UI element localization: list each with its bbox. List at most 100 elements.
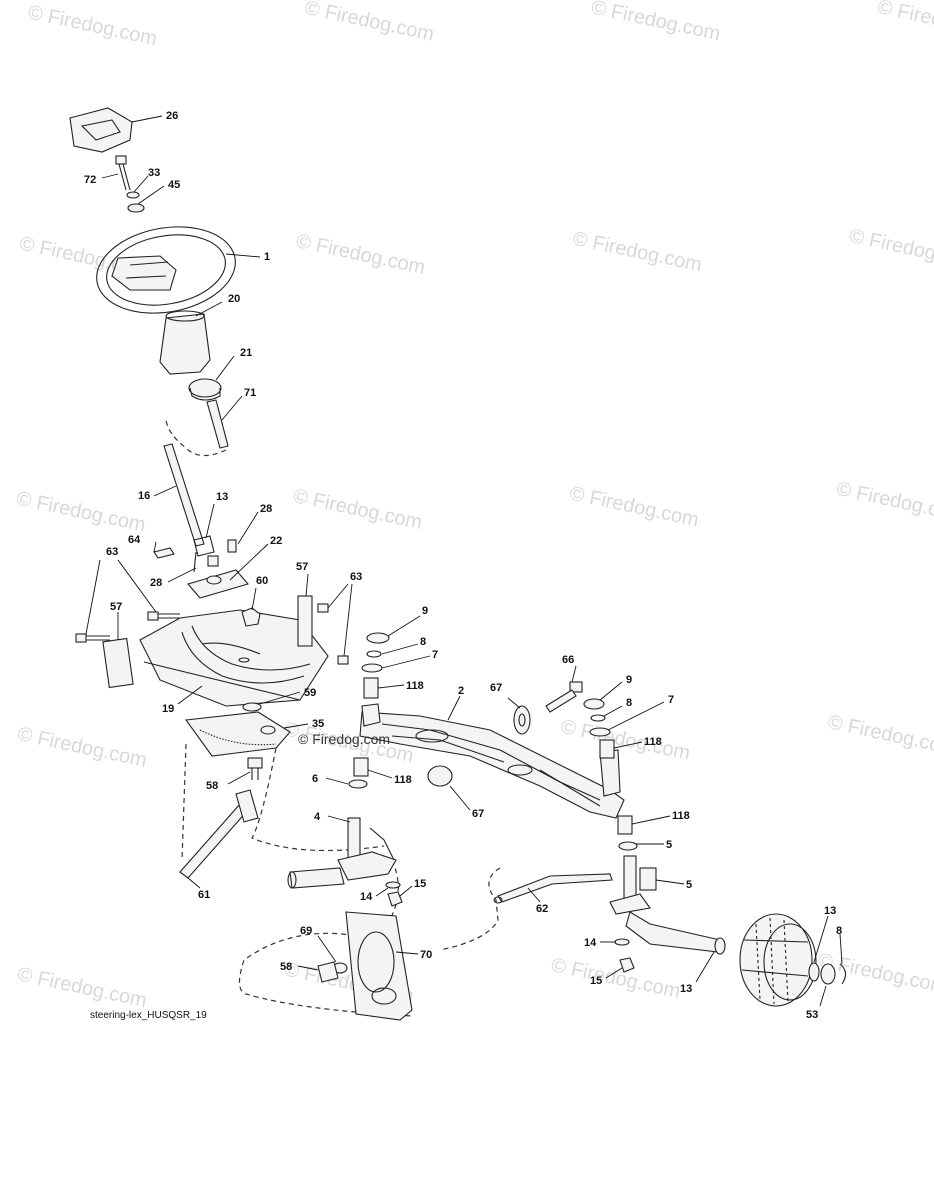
- mount-bracket-right: [297, 595, 313, 647]
- washer-13-inner: [714, 937, 726, 955]
- callout-label: 118: [672, 810, 690, 822]
- bushing-118-left-lower: [353, 757, 369, 777]
- callout-label: 8: [420, 636, 426, 648]
- callout-label: 69: [300, 925, 312, 937]
- watermark: © Firedog.com: [549, 954, 682, 1003]
- callout-label: 9: [626, 674, 632, 686]
- watermark: © Firedog.com: [16, 963, 149, 1012]
- callout-label: 28: [150, 577, 162, 589]
- assembly-path: [181, 743, 187, 861]
- bushing-118-right-upper: [599, 739, 615, 759]
- callout-label: 33: [148, 167, 160, 179]
- callout-label: 20: [228, 293, 240, 305]
- tie-rod: [493, 873, 613, 904]
- steering-wheel-bolt: [115, 155, 131, 191]
- callout-label: 26: [166, 110, 178, 122]
- callout-label: 66: [562, 654, 574, 666]
- steering-wheel: [96, 226, 236, 314]
- callout-label: 5: [666, 839, 672, 851]
- flat-washer: [127, 203, 145, 213]
- cap-9-left: [366, 632, 390, 644]
- washer-7-right: [589, 727, 611, 737]
- callout-label: 60: [256, 575, 268, 587]
- steering-column-boot: [159, 310, 211, 375]
- callout-label: 70: [420, 949, 432, 961]
- callout-label: 118: [406, 680, 424, 692]
- washer-6: [348, 779, 368, 789]
- callout-label: 2: [458, 685, 464, 697]
- assembly-path: [238, 859, 413, 1017]
- clip-8-right: [590, 714, 606, 722]
- nut-15-right: [619, 957, 635, 973]
- bolt-58-lower: [317, 961, 339, 983]
- callout-label: 14: [360, 891, 373, 903]
- callout-label: 19: [162, 703, 174, 715]
- bushing-118-right-lower: [617, 815, 633, 835]
- callout-label: 8: [836, 925, 842, 937]
- callout-label: 15: [590, 975, 602, 987]
- spacer-67-lower: [427, 765, 453, 787]
- callout-label: 13: [216, 491, 228, 503]
- callout-label: 1: [264, 251, 270, 263]
- callout-label: 28: [260, 503, 272, 515]
- callout-label: 118: [394, 774, 412, 786]
- lock-washer: [126, 191, 140, 199]
- copyright-overlay: © Firedog.com: [298, 731, 390, 747]
- nut-15-left: [387, 891, 403, 907]
- watermark: © Firedog.com: [291, 485, 424, 534]
- callout-label: 7: [432, 649, 438, 661]
- watermark: © Firedog.com: [876, 0, 934, 45]
- spacer-67-upper: [513, 705, 531, 735]
- washer-13-outer: [808, 962, 820, 982]
- callout-label: 57: [296, 561, 308, 573]
- callout-label: 59: [304, 687, 316, 699]
- bolt-64: [153, 547, 175, 559]
- callout-label: 71: [244, 387, 256, 399]
- nut-60: [241, 607, 261, 627]
- washer-7-left: [361, 663, 383, 673]
- callout-label: 8: [626, 697, 632, 709]
- clip-8-wheel: [839, 963, 847, 985]
- bolt-58-upper: [247, 757, 263, 780]
- watermark: © Firedog.com: [826, 711, 934, 760]
- steering-plate-70: [345, 911, 413, 1021]
- callout-label: 15: [414, 878, 426, 890]
- assembly-path: [439, 867, 501, 951]
- washer-14-right: [614, 938, 630, 946]
- callout-label: 57: [110, 601, 122, 613]
- spindle-right: [609, 855, 721, 953]
- callout-label: 14: [584, 937, 597, 949]
- callout-label: 13: [680, 983, 692, 995]
- washer-5-right: [618, 841, 638, 851]
- callout-label: 63: [106, 546, 118, 558]
- drag-link: [179, 789, 259, 879]
- callout-label: 72: [84, 174, 96, 186]
- washer-59: [242, 702, 262, 712]
- front-wheel: [739, 913, 817, 1007]
- callout-label: 61: [198, 889, 210, 901]
- sector-gear: [185, 711, 291, 757]
- bolt-63-left: [75, 611, 180, 643]
- washer-14-left: [385, 881, 401, 889]
- steering-wheel-cap: [69, 107, 133, 153]
- mount-bracket-left: [102, 637, 134, 689]
- callout-label: 67: [490, 682, 502, 694]
- watermark: © Firedog.com: [571, 228, 704, 277]
- callout-label: 7: [668, 694, 674, 706]
- cap-9-right: [583, 698, 605, 710]
- watermark: © Firedog.com: [559, 716, 692, 765]
- callout-label: 45: [168, 179, 180, 191]
- callout-label: 35: [312, 718, 324, 730]
- assembly-path: [251, 747, 385, 852]
- callout-label: 58: [206, 780, 218, 792]
- callout-label: 67: [472, 808, 484, 820]
- callout-label: 64: [128, 534, 141, 546]
- callout-label: 63: [350, 571, 362, 583]
- steering-shaft: [163, 443, 215, 557]
- callout-label: 22: [270, 535, 282, 547]
- watermark: © Firedog.com: [303, 0, 436, 46]
- callout-label: 6: [312, 773, 318, 785]
- watermark: © Firedog.com: [847, 225, 934, 274]
- callout-label: 16: [138, 490, 150, 502]
